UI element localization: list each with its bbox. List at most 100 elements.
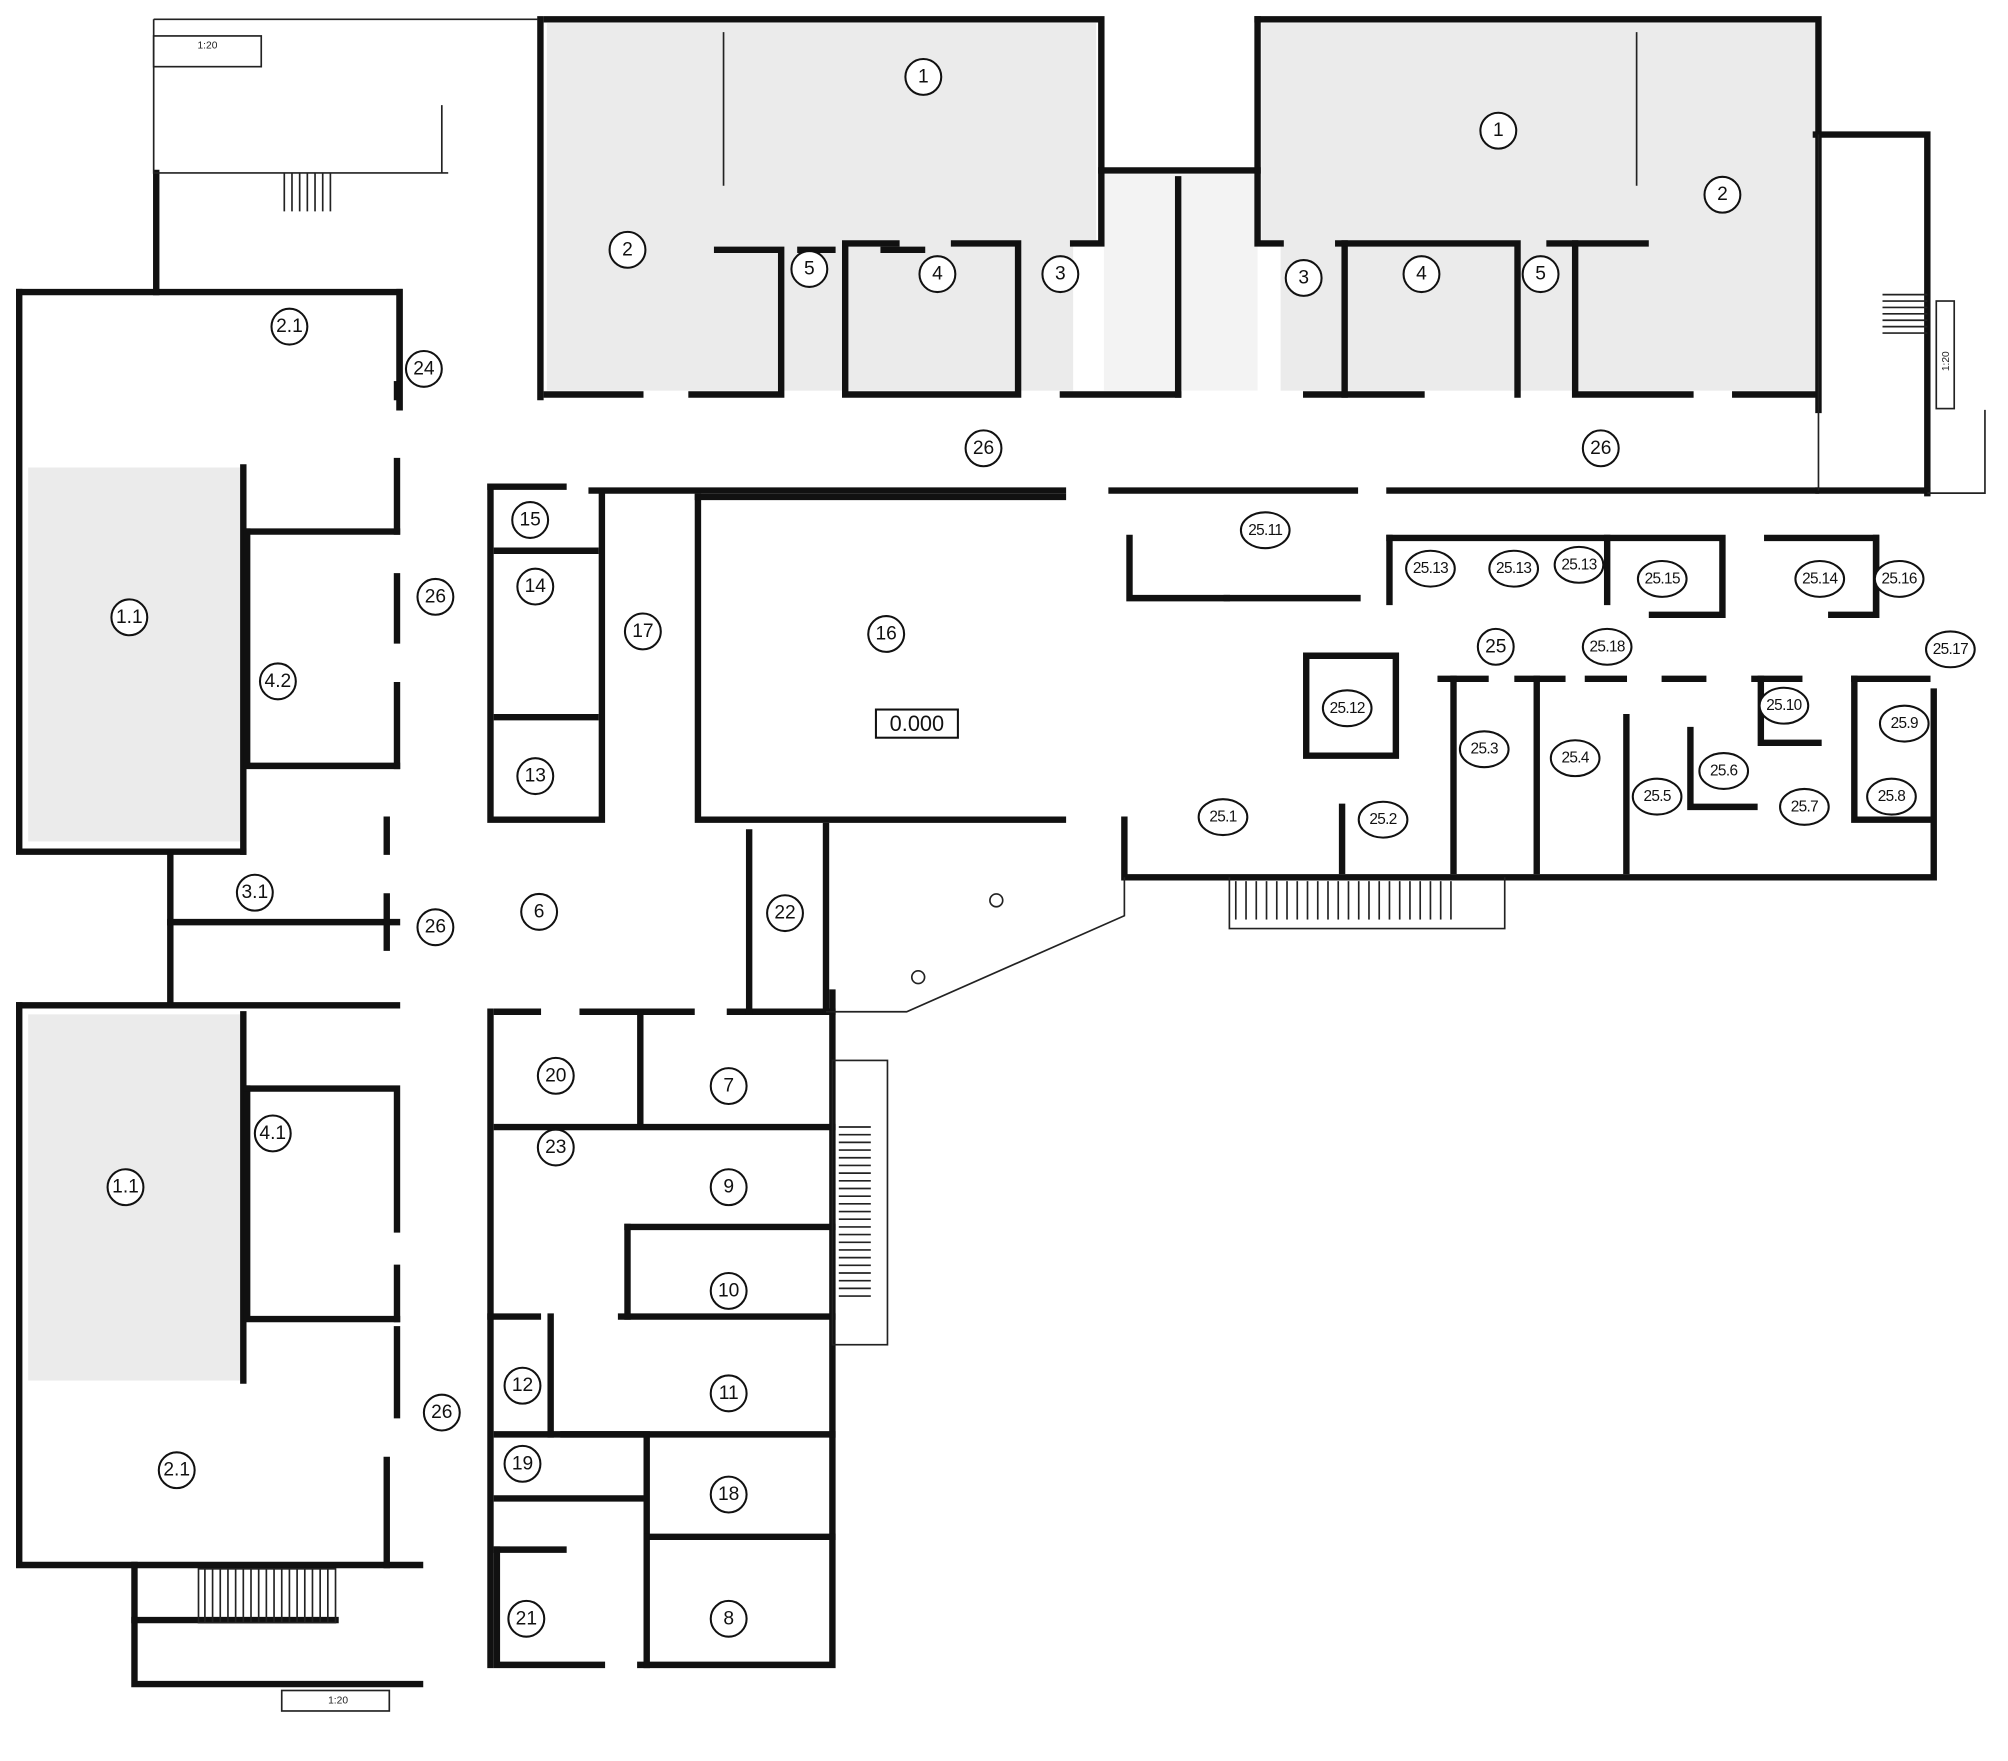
room-label-circle (1631, 777, 1683, 816)
wall-segment (131, 1561, 424, 1688)
room-label-circle (709, 1067, 748, 1105)
room-number: 1.1 (116, 607, 143, 628)
room-label: 1 (1479, 111, 1518, 150)
room-label-circle (520, 892, 559, 931)
room-number: 1.1 (112, 1177, 139, 1198)
room-label-circle (106, 1168, 145, 1207)
room-label: 4 (1402, 255, 1441, 294)
room-label-circle (422, 1393, 461, 1432)
room-label-circle (511, 501, 550, 539)
room-label-circle (416, 908, 455, 947)
wall-segment (243, 1085, 401, 1323)
room-label: 21 (507, 1599, 546, 1638)
room-label: 25 (1476, 627, 1515, 666)
room-label: 16 (867, 615, 906, 653)
wall-segment (1254, 16, 1284, 247)
wall-segment (1121, 688, 1937, 881)
room-label: 1.1 (106, 1168, 145, 1207)
room-number: 5 (1535, 264, 1546, 285)
room-label: 25.8 (1866, 777, 1917, 816)
stair-right (831, 1059, 889, 1346)
room-label: 9 (709, 1168, 748, 1207)
room-number: 25.16 (1882, 570, 1917, 587)
stairs (197, 172, 1928, 1624)
hall-1-1-upper-fill (28, 467, 241, 842)
wall-segment (16, 288, 247, 855)
room-number: 3 (1298, 267, 1309, 288)
room-label: 15 (511, 501, 550, 539)
room-number: 26 (431, 1402, 452, 1423)
classroom-1-right-fill (1261, 23, 1816, 391)
room-label: 19 (503, 1444, 542, 1483)
room-label: 25.14 (1794, 559, 1846, 598)
column-marker (989, 893, 1004, 908)
room-label: 25.9 (1878, 704, 1930, 743)
room-number: 5 (804, 259, 815, 280)
room-number: 18 (718, 1484, 739, 1505)
room-label-circle (1458, 730, 1510, 769)
room-label-circle (1549, 739, 1601, 778)
room-label: 2 (1703, 175, 1742, 214)
room-label-circle (1402, 255, 1441, 294)
wall-segment (493, 1546, 606, 1669)
room-label-circle (536, 1056, 575, 1095)
room-number: 26 (973, 438, 994, 459)
wall-segment (16, 288, 403, 411)
room-number: 25.9 (1891, 715, 1918, 732)
room-number: 25.17 (1933, 641, 1968, 658)
wall-segment (543, 16, 1105, 247)
room-number: 9 (723, 1177, 734, 1198)
room-label: 6 (520, 892, 559, 931)
scale-label-right: 1:20 (1941, 351, 1952, 371)
room-label-circle (253, 1114, 292, 1153)
room-label: 10 (709, 1271, 748, 1310)
wall-segment (243, 528, 401, 770)
room-label: 25.11 (1239, 511, 1291, 550)
room-label-circle (1698, 752, 1750, 790)
room-label: 24 (404, 349, 443, 388)
room-label: 1.1 (110, 598, 149, 637)
room-label: 23 (536, 1128, 575, 1167)
room-label-circle (536, 1128, 575, 1167)
room-label: 26 (964, 429, 1003, 468)
room-label-circle (1758, 686, 1810, 725)
room-number: 3 (1055, 264, 1066, 285)
room-label: 3.1 (235, 873, 274, 912)
wall-segment (688, 246, 785, 398)
room-label: 25.16 (1873, 559, 1925, 598)
wall-segment (1851, 675, 1931, 823)
room-label-circle (1476, 627, 1515, 666)
room-label: 5 (790, 250, 829, 288)
room-number: 25.3 (1471, 741, 1498, 758)
room-label: 1 (904, 57, 943, 96)
room-number: 25.14 (1802, 570, 1838, 587)
wall-segment (1571, 240, 1694, 398)
wall-segment (1335, 240, 1521, 398)
room-number: 24 (413, 358, 435, 379)
room-number: 2 (622, 239, 633, 260)
room-label-circle (1197, 798, 1249, 837)
room-label-circle (867, 615, 906, 653)
room-label: 25.1 (1197, 798, 1249, 837)
room-label: 2.1 (270, 307, 309, 346)
room-label-circle (110, 598, 149, 637)
room-label-circle (503, 1444, 542, 1483)
room-number: 15 (520, 510, 541, 531)
room-number: 12 (512, 1375, 533, 1396)
room-label-circle (235, 873, 274, 912)
room-label-circle (507, 1599, 546, 1638)
room-number: 25.6 (1710, 763, 1737, 780)
room-label: 14 (516, 567, 555, 606)
wall-segment (487, 483, 606, 823)
room-label: 22 (766, 894, 804, 933)
room-number: 7 (723, 1076, 734, 1097)
room-label-circle (1636, 559, 1688, 598)
room-number: 25.8 (1878, 788, 1905, 805)
room-number: 26 (425, 917, 446, 938)
room-label: 18 (709, 1475, 748, 1514)
room-number: 26 (425, 586, 446, 607)
room-label-circle (1239, 511, 1291, 550)
room-number: 25.5 (1643, 788, 1670, 805)
fixtures-and-doors (152, 18, 1986, 1013)
